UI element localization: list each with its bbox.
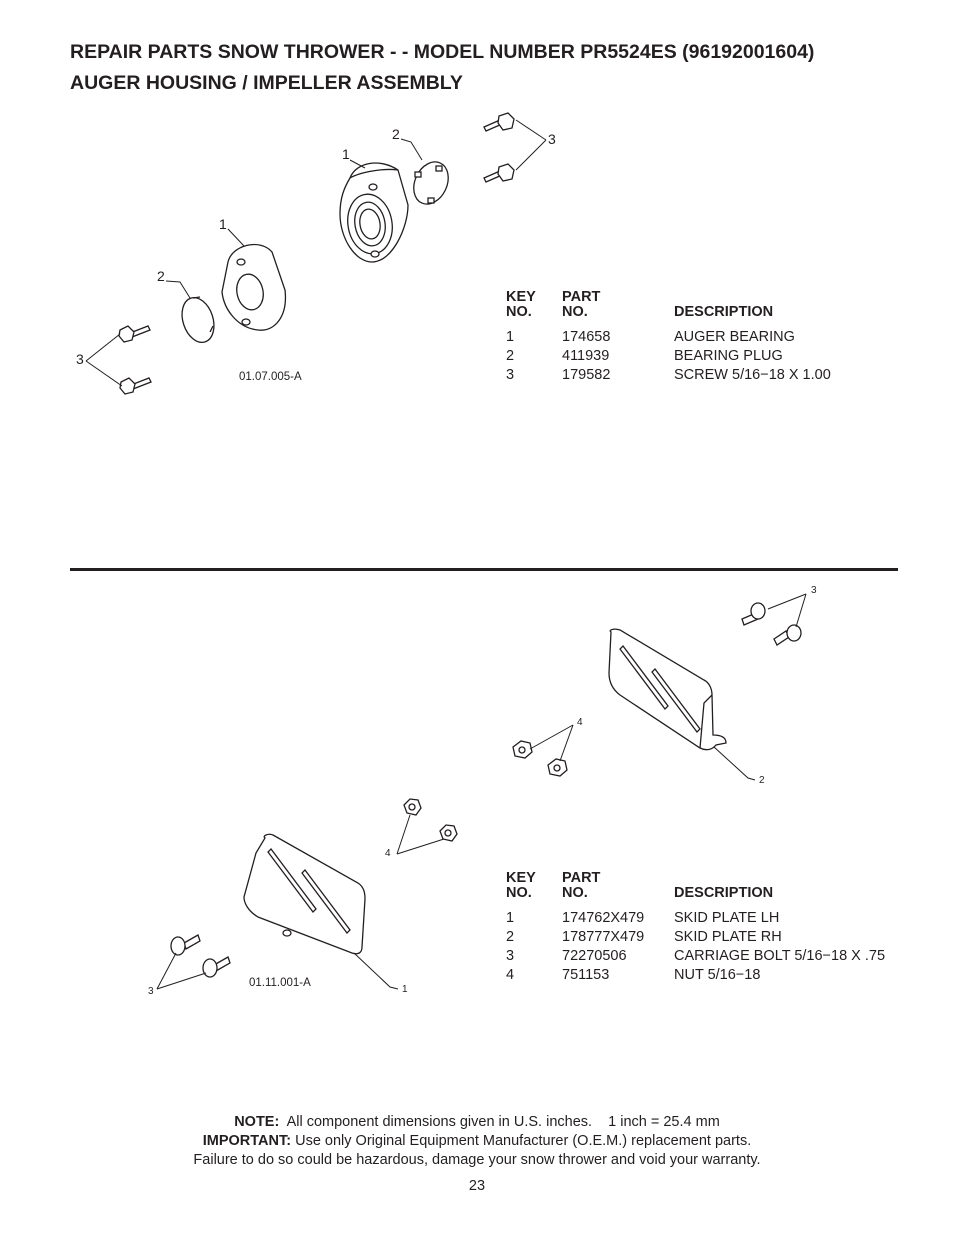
note-label: NOTE: — [234, 1114, 280, 1130]
key-cell: 1 — [506, 910, 515, 926]
carriage-bolt-lower-drawing — [170, 934, 231, 978]
warning-line: Failure to do so could be hazardous, dam… — [193, 1152, 761, 1168]
callout-3: 3 — [76, 351, 84, 367]
figure-id: 01.11.001-A — [249, 977, 311, 989]
header-key-top: KEY — [506, 870, 536, 886]
part-cell: 72270506 — [562, 948, 627, 964]
auger-bearing-upper-drawing — [339, 162, 409, 263]
callout-1: 1 — [342, 146, 350, 162]
callout-2: 2 — [759, 775, 765, 786]
key-cell: 2 — [506, 929, 515, 945]
skid-plate-lh-drawing — [243, 833, 366, 955]
skid-plate-rh-drawing — [608, 628, 727, 751]
key-cell: 3 — [506, 948, 515, 964]
header-part-top: PART — [562, 289, 601, 305]
important-text: Use only Original Equipment Manufacturer… — [295, 1133, 752, 1149]
description-cell: SKID PLATE RH — [674, 929, 782, 945]
part-cell: 178777X479 — [562, 929, 645, 945]
header-description: DESCRIPTION — [674, 885, 774, 901]
figure-id: 01.07.005-A — [239, 371, 302, 383]
parts-table-1: KEY NO. PART NO. DESCRIPTION 1 174658 AU… — [506, 290, 831, 385]
header-key-bottom: NO. — [506, 304, 532, 320]
nut-upper-drawing — [512, 740, 568, 777]
key-cell: 2 — [506, 348, 515, 364]
header-key-top: KEY — [506, 289, 536, 305]
table-row: 1 174658 AUGER BEARING — [506, 328, 831, 347]
table-row: 4 751153 NUT 5/16−18 — [506, 966, 885, 985]
screw-lower-drawing — [118, 325, 152, 395]
header-part-top: PART — [562, 870, 601, 886]
table-header-row: KEY NO. PART NO. DESCRIPTION — [506, 290, 831, 320]
key-cell: 3 — [506, 367, 515, 383]
skid-plate-diagram — [156, 593, 807, 990]
table-row: 2 178777X479 SKID PLATE RH — [506, 928, 885, 947]
part-cell: 751153 — [562, 967, 610, 983]
header-description: DESCRIPTION — [674, 304, 774, 320]
table-row: 2 411939 BEARING PLUG — [506, 347, 831, 366]
description-cell: SKID PLATE LH — [674, 910, 780, 926]
page-number: 23 — [468, 1178, 486, 1194]
part-cell: 174658 — [562, 329, 611, 345]
part-cell: 174762X479 — [562, 910, 645, 926]
header-key: KEY NO. — [506, 290, 562, 320]
header-part-bottom: NO. — [562, 885, 588, 901]
nut-lower-drawing — [403, 798, 458, 842]
callout-1: 1 — [219, 216, 227, 232]
callout-2: 2 — [157, 268, 165, 284]
description-cell: BEARING PLUG — [674, 348, 783, 364]
page-title: REPAIR PARTS SNOW THROWER - - MODEL NUMB… — [70, 41, 815, 63]
header-part: PART NO. — [562, 871, 674, 901]
note-line: NOTE: All component dimensions given in … — [0, 1113, 954, 1132]
callout-1: 1 — [402, 984, 408, 995]
table-row: 3 72270506 CARRIAGE BOLT 5/16−18 X .75 — [506, 947, 885, 966]
part-cell: 411939 — [562, 348, 610, 364]
carriage-bolt-upper-drawing — [741, 602, 802, 646]
callout-3: 3 — [548, 131, 556, 147]
header-part-bottom: NO. — [562, 304, 588, 320]
table-row: 3 179582 SCREW 5/16−18 X 1.00 — [506, 366, 831, 385]
note-text: All component dimensions given in U.S. i… — [286, 1114, 720, 1130]
callout-4: 4 — [577, 717, 583, 728]
page-subtitle: AUGER HOUSING / IMPELLER ASSEMBLY — [70, 72, 463, 94]
table-header-row: KEY NO. PART NO. DESCRIPTION — [506, 871, 885, 901]
section-divider — [70, 568, 898, 571]
callout-3: 3 — [811, 585, 817, 596]
callout-2: 2 — [392, 126, 400, 142]
header-part: PART NO. — [562, 290, 674, 320]
description-cell: AUGER BEARING — [674, 329, 795, 345]
callout-3: 3 — [148, 986, 154, 997]
parts-table-2: KEY NO. PART NO. DESCRIPTION 1 174762X47… — [506, 871, 885, 985]
header-key-bottom: NO. — [506, 885, 532, 901]
important-line: IMPORTANT: Use only Original Equipment M… — [0, 1132, 954, 1151]
bearing-plug-lower-drawing — [181, 296, 215, 344]
auger-bearing-lower-drawing — [221, 243, 287, 331]
footer-notes: NOTE: All component dimensions given in … — [0, 1113, 954, 1170]
bearing-plug-upper-drawing — [413, 161, 449, 205]
key-cell: 1 — [506, 329, 515, 345]
key-cell: 4 — [506, 967, 515, 983]
description-cell: SCREW 5/16−18 X 1.00 — [674, 367, 831, 383]
screw-upper-drawing — [483, 112, 515, 183]
callout-4: 4 — [385, 848, 391, 859]
description-cell: CARRIAGE BOLT 5/16−18 X .75 — [674, 948, 886, 964]
part-cell: 179582 — [562, 367, 611, 383]
table-row: 1 174762X479 SKID PLATE LH — [506, 909, 885, 928]
important-label: IMPORTANT: — [202, 1133, 292, 1149]
auger-bearing-diagram — [85, 112, 547, 395]
description-cell: NUT 5/16−18 — [674, 967, 761, 983]
header-key: KEY NO. — [506, 871, 562, 901]
